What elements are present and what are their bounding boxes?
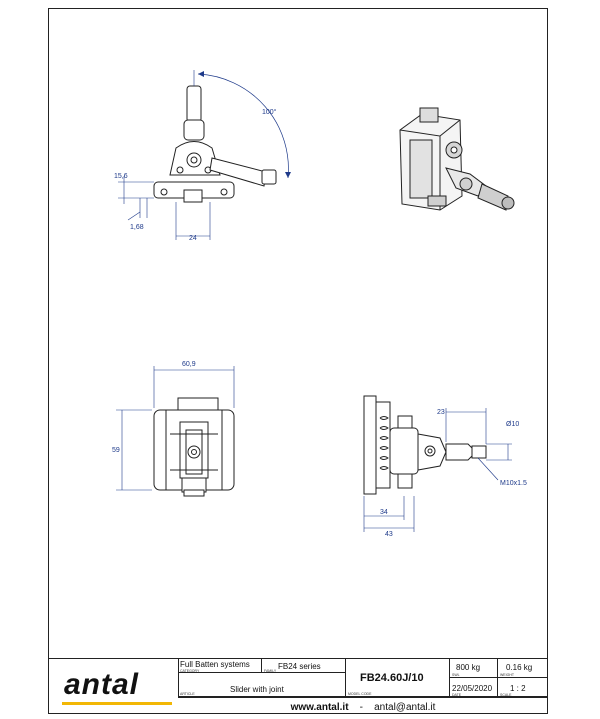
- dim-width-front: 60,9: [182, 361, 196, 368]
- load-cell: 800 kg SWL: [450, 659, 498, 678]
- front-view: [116, 366, 235, 497]
- category-label: CATEGORY: [180, 669, 200, 673]
- email-link[interactable]: antal@antal.it: [374, 702, 436, 713]
- date-cell: 22/05/2020 DATE: [450, 678, 498, 697]
- dim-side-thread: M10x1.5: [500, 480, 527, 487]
- article-cell: Slider with joint ARTICLE: [178, 673, 346, 697]
- weight-label: WEIGHT: [500, 673, 514, 677]
- dim-side-23: 23: [437, 409, 445, 416]
- family-value: FB24 series: [278, 662, 321, 671]
- logo-text: antal: [64, 668, 140, 701]
- website-link[interactable]: www.antal.it: [290, 702, 349, 713]
- article-label: ARTICLE: [180, 692, 195, 696]
- scale-label: SCALE: [500, 693, 512, 697]
- load-label: SWL: [452, 673, 460, 677]
- scale-cell: 1 : 2 SCALE: [498, 678, 548, 697]
- dim-side-diameter: Ø10: [506, 421, 519, 428]
- contact-separator: -: [359, 702, 363, 713]
- weight-value: 0.16 kg: [506, 663, 533, 672]
- logo-accent-bar: [62, 702, 172, 705]
- date-value: 22/05/2020: [452, 684, 493, 693]
- date-label: DATE: [452, 693, 462, 697]
- dim-side-34: 34: [380, 509, 388, 516]
- drawing-frame: [48, 8, 548, 714]
- category-cell: Full Batten systems CATEGORY: [178, 659, 262, 673]
- family-label: FAMILY: [264, 669, 277, 673]
- dim-height-small: 15,6: [114, 173, 128, 180]
- contact-line: www.antal.it - antal@antal.it: [178, 702, 548, 715]
- model-code-value: FB24.60J/10: [360, 672, 424, 684]
- weight-cell: 0.16 kg WEIGHT: [498, 659, 548, 678]
- dim-width-top: 24: [189, 235, 197, 242]
- dim-offset: 1,68: [130, 224, 144, 231]
- dim-height-front: 59: [112, 447, 120, 454]
- dim-angle: 100°: [262, 108, 277, 116]
- side-view: [363, 395, 512, 532]
- dim-side-43: 43: [385, 531, 393, 538]
- scale-value: 1 : 2: [510, 684, 526, 693]
- category-value: Full Batten systems: [180, 660, 250, 669]
- model-code-cell: FB24.60J/10 MODEL CODE: [346, 659, 450, 697]
- title-block: antal Full Batten systems CATEGORY FB24 …: [48, 658, 548, 714]
- isometric-view: [399, 107, 515, 211]
- title-divider: [178, 697, 548, 698]
- antal-logo: antal: [52, 668, 177, 705]
- model-code-label: MODEL CODE: [348, 692, 372, 696]
- family-cell: FB24 series FAMILY: [262, 659, 346, 673]
- article-value: Slider with joint: [230, 685, 284, 694]
- top-view: [118, 70, 291, 240]
- logo-divider: [178, 659, 179, 697]
- load-value: 800 kg: [456, 663, 481, 672]
